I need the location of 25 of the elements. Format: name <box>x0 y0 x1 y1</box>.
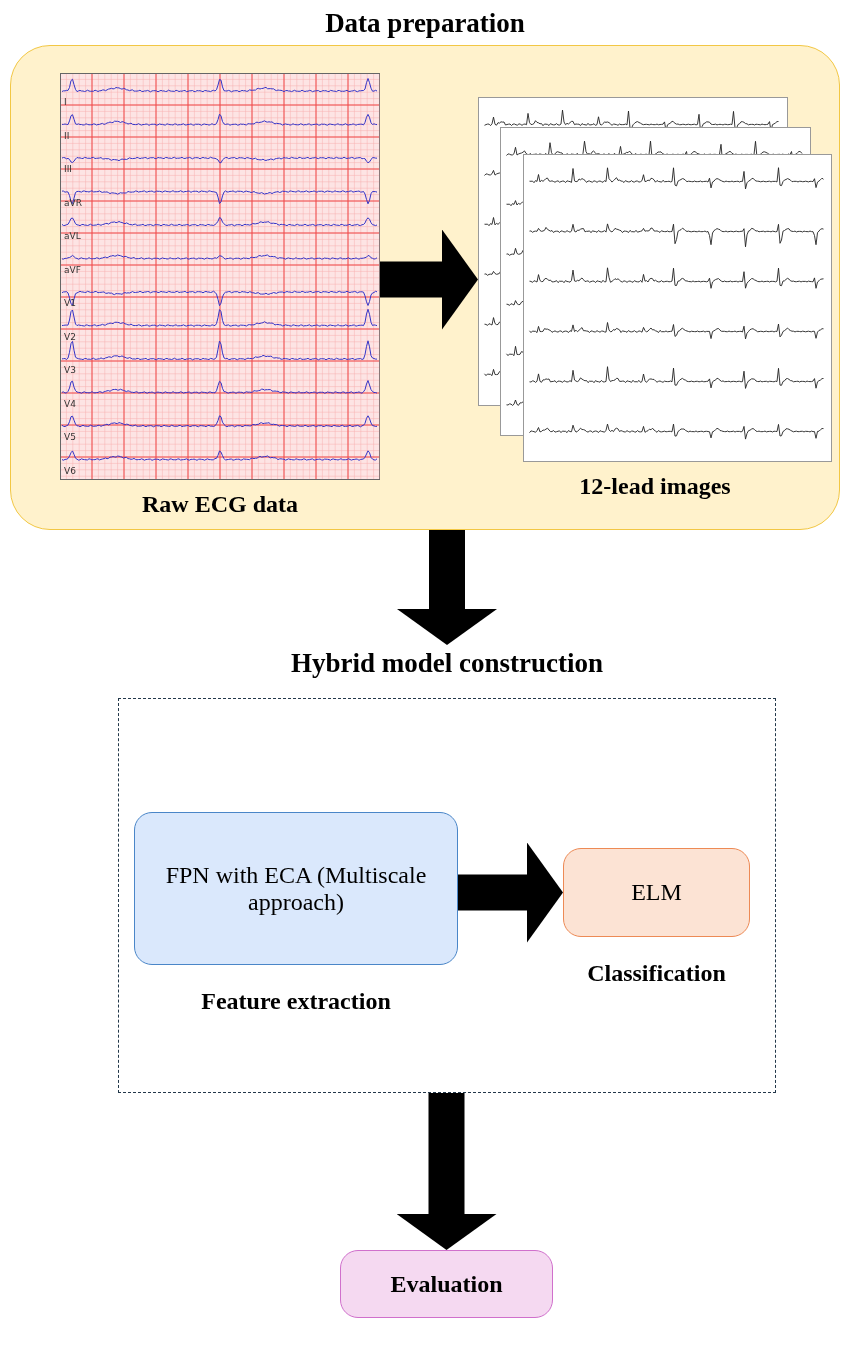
process-box: ELM <box>563 848 750 937</box>
lead-label: V5 <box>64 432 76 442</box>
lead-label: V6 <box>64 465 76 476</box>
node-label: Feature extraction <box>200 987 392 1016</box>
lead-label: V3 <box>64 365 76 375</box>
arrow <box>396 1093 497 1250</box>
lead-label: V1 <box>64 298 76 308</box>
lead-label: aVR <box>64 197 82 208</box>
lead-label: I <box>64 97 67 107</box>
lead-label: V4 <box>64 398 76 409</box>
lead-label: III <box>64 164 72 174</box>
node-label: Raw ECG data <box>141 490 299 519</box>
arrow <box>458 842 563 943</box>
node-label: 12-lead images <box>578 472 732 501</box>
process-box: Evaluation <box>340 1250 553 1318</box>
node-label: Classification <box>586 959 727 988</box>
arrow <box>380 229 478 330</box>
lead-label: aVF <box>64 264 81 275</box>
arrow <box>397 530 497 645</box>
lead-label: aVL <box>64 231 81 241</box>
section-title: Hybrid model construction <box>290 647 604 680</box>
lead-label: V2 <box>64 331 76 342</box>
lead-label: II <box>64 130 70 141</box>
process-box: FPN with ECA (Multiscale approach) <box>134 812 458 965</box>
section-title: Data preparation <box>324 7 526 40</box>
